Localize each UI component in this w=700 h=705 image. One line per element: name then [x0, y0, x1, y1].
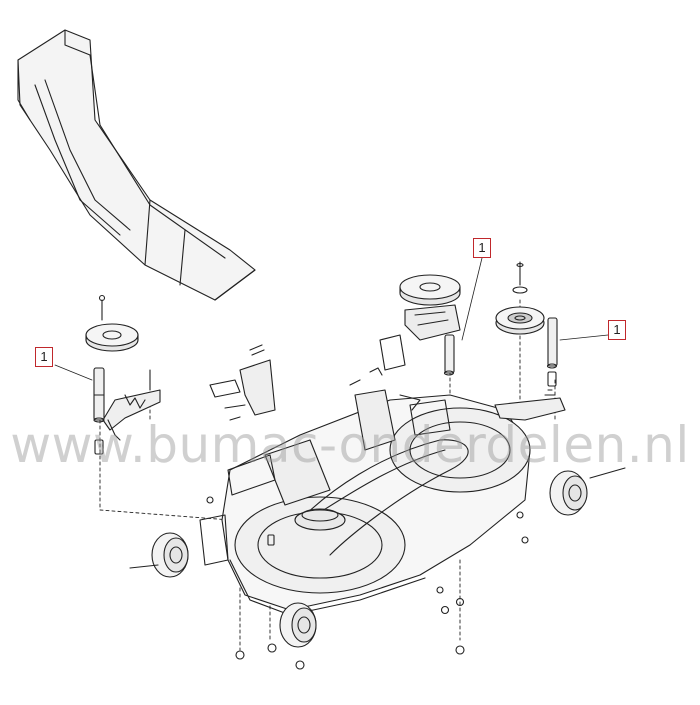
callout-label-left: 1: [35, 347, 53, 367]
hardware-bolts: [206, 496, 529, 670]
gauge-wheel-right: [549, 467, 626, 516]
callout-leaders: [54, 257, 609, 381]
right-spindle-pin: [546, 317, 558, 387]
gauge-wheel-front: [279, 602, 317, 648]
callout-label-top-center: 1: [473, 238, 491, 258]
center-spindle-pulley: [399, 274, 461, 341]
discharge-chute: [17, 29, 256, 301]
left-spindle-pin: [93, 367, 105, 455]
mower-deck: [199, 389, 531, 616]
center-spindle-pin: [443, 334, 455, 376]
callout-label-right: 1: [608, 320, 626, 340]
right-idler-arm: [494, 389, 566, 421]
left-idler-arm: [102, 369, 161, 441]
gauge-wheel-left: [129, 532, 189, 578]
right-idler-pulley: [495, 261, 545, 335]
center-brackets: [209, 334, 421, 421]
left-idler-pulley: [85, 294, 139, 352]
